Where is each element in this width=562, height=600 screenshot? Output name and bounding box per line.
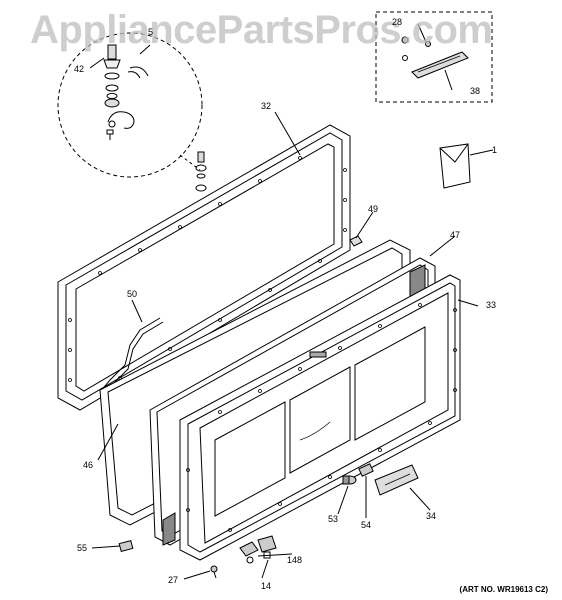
door-rivets xyxy=(186,303,457,532)
site-watermark: AppliancePartsPros.com xyxy=(30,8,493,52)
callout-33: 33 xyxy=(486,300,497,310)
callout-46: 46 xyxy=(83,460,94,470)
callout-42: 42 xyxy=(74,64,85,74)
callout-50: 50 xyxy=(127,289,138,299)
handle-detail-box xyxy=(375,11,493,103)
hinge-part-14 xyxy=(257,535,277,559)
callout-5: 5 xyxy=(148,27,154,37)
screw-part xyxy=(106,129,114,140)
callout-28: 28 xyxy=(392,17,403,27)
callout-32: 32 xyxy=(261,101,272,111)
callout-27: 27 xyxy=(168,575,179,585)
manual-part-1 xyxy=(439,143,471,189)
washer-part xyxy=(104,72,120,108)
outer-lid-frame-32 xyxy=(57,124,351,411)
callout-34: 34 xyxy=(426,511,437,521)
grommet-part-49 xyxy=(349,235,363,247)
frame-rivets xyxy=(68,156,347,382)
hinge-pin-part-42 xyxy=(103,44,121,69)
callout-1: 1 xyxy=(492,145,498,155)
screw-part-27 xyxy=(210,565,218,579)
art-number: (ART NO. WR19613 C2) xyxy=(459,585,548,594)
hinge-detail-circle xyxy=(57,32,203,178)
callout-53: 53 xyxy=(328,514,339,524)
callout-54: 54 xyxy=(361,520,372,530)
clip-part xyxy=(127,66,149,79)
callout-38: 38 xyxy=(470,86,481,96)
callout-14: 14 xyxy=(261,581,272,591)
hook-part xyxy=(107,111,135,129)
latch-part-53 xyxy=(342,475,357,485)
outer-door-panel-33 xyxy=(179,274,461,561)
callout-49: 49 xyxy=(368,204,379,214)
callout-55: 55 xyxy=(77,543,88,553)
actuator-part-54 xyxy=(358,463,374,477)
callout-148: 148 xyxy=(287,555,303,565)
callout-47: 47 xyxy=(450,230,461,240)
clip-part-55 xyxy=(118,539,134,553)
handle-cover-part-34 xyxy=(374,464,419,496)
bracket-part-148 xyxy=(239,541,259,564)
